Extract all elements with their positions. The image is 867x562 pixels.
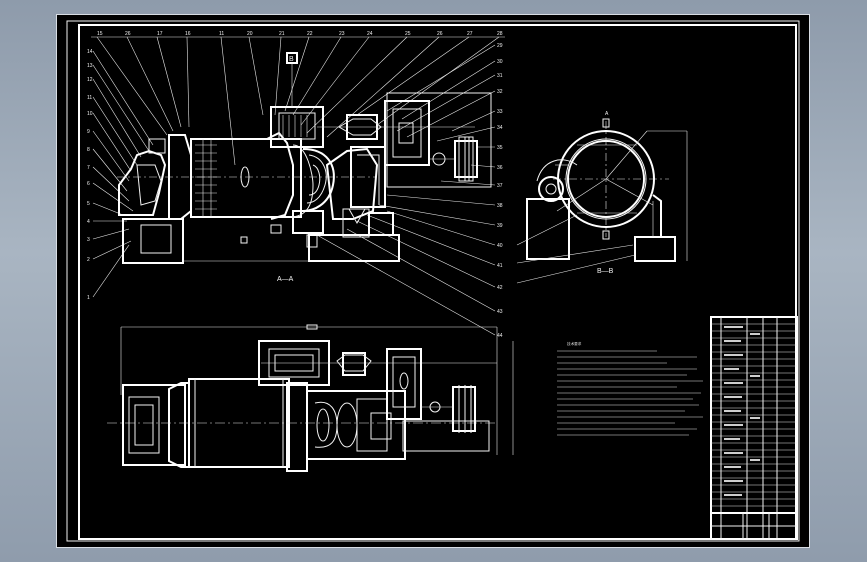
left-part-number-column: 14 13 12 11 10 9 8 7 6 5 4 3 2 1 xyxy=(87,49,93,301)
outer-frame xyxy=(66,20,800,542)
part-number: 11 xyxy=(87,95,92,101)
part-number: 14 xyxy=(87,49,93,55)
parts-list-rows xyxy=(711,323,797,514)
mill-body-aa: B xyxy=(117,52,400,264)
part-number: 11 xyxy=(219,31,224,37)
section-bb-label: B—B xyxy=(597,268,614,275)
parts-list-table xyxy=(710,316,798,540)
section-aa-label: A—A xyxy=(277,276,294,283)
leader-lines-top xyxy=(96,36,500,166)
part-number: 6 xyxy=(87,181,90,187)
part-number: 12 xyxy=(87,77,93,83)
part-number: 26 xyxy=(125,31,131,37)
plan-view xyxy=(107,324,514,472)
leader-lines-right xyxy=(316,44,496,336)
part-number: 24 xyxy=(367,31,373,37)
part-number: 15 xyxy=(97,31,103,37)
part-number: 10 xyxy=(87,111,93,117)
part-number: 5 xyxy=(87,201,90,207)
part-number: 2 xyxy=(87,257,90,263)
inner-frame xyxy=(78,24,797,540)
part-number: 43 xyxy=(497,309,503,315)
drive-train-aa xyxy=(317,92,492,236)
right-part-number-column: 29 30 31 32 33 34 35 36 37 38 39 40 41 4… xyxy=(497,43,503,339)
part-number: 38 xyxy=(497,203,503,209)
section-aa-view: 15 26 17 16 11 20 21 22 23 24 25 26 27 2… xyxy=(87,31,505,339)
part-number: 23 xyxy=(339,31,345,37)
svg-text:A: A xyxy=(605,111,609,117)
part-number: 42 xyxy=(497,285,503,291)
part-number: 29 xyxy=(497,43,503,49)
part-number: 21 xyxy=(279,31,285,37)
part-number: 30 xyxy=(497,59,503,65)
part-number: 34 xyxy=(497,125,503,131)
cad-drawing-canvas: 15 26 17 16 11 20 21 22 23 24 25 26 27 2… xyxy=(66,20,800,542)
part-number: 32 xyxy=(497,89,503,95)
part-number: 9 xyxy=(87,129,90,135)
part-number: 27 xyxy=(467,31,473,37)
part-number: 31 xyxy=(497,73,503,79)
top-part-number-row: 15 26 17 16 11 20 21 22 23 24 25 26 27 2… xyxy=(97,31,503,37)
part-number: 20 xyxy=(247,31,253,37)
part-number: 22 xyxy=(307,31,313,37)
part-number: 26 xyxy=(437,31,443,37)
part-number: 3 xyxy=(87,237,90,243)
part-number: 7 xyxy=(87,165,90,171)
notes-title: 技术要求 xyxy=(567,341,582,346)
part-number: 13 xyxy=(87,63,93,69)
technical-notes: 技术要求 xyxy=(557,341,703,436)
part-number: 39 xyxy=(497,223,503,229)
part-number: 37 xyxy=(497,183,503,189)
part-number: 4 xyxy=(87,219,90,225)
notes-text-lines xyxy=(557,350,703,436)
part-number: 16 xyxy=(185,31,191,37)
drawing-sheet: 15 26 17 16 11 20 21 22 23 24 25 26 27 2… xyxy=(56,14,810,548)
part-number: 17 xyxy=(157,31,163,37)
part-number: 33 xyxy=(497,109,503,115)
part-number: 1 xyxy=(87,295,90,301)
part-number: 36 xyxy=(497,165,503,171)
part-number: 28 xyxy=(497,31,503,37)
part-number: 40 xyxy=(497,243,503,249)
part-number: 8 xyxy=(87,147,90,153)
part-number: 41 xyxy=(497,263,503,269)
part-number: 44 xyxy=(497,333,503,339)
view-b-marker: B xyxy=(289,56,294,63)
section-bb-view: A B—B xyxy=(516,111,688,284)
parts-list-cell-content xyxy=(724,326,760,496)
part-number: 25 xyxy=(405,31,411,37)
part-number: 35 xyxy=(497,145,503,151)
